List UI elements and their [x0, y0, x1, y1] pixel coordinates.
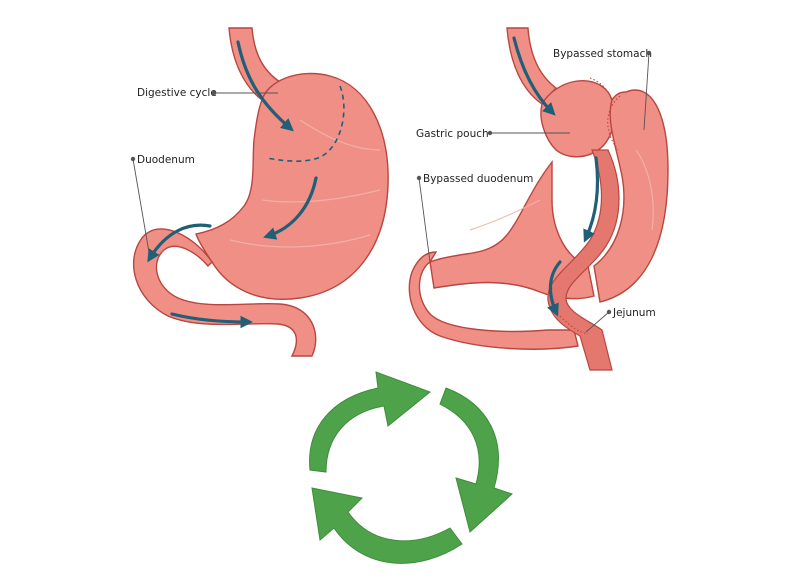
dashed-cut-line [265, 85, 345, 162]
cycle-arrows-icon [309, 371, 513, 564]
cycle-arrow-top [309, 371, 431, 473]
label-bypassed-duodenum: Bypassed duodenum [423, 173, 533, 185]
leader-line [132, 158, 151, 259]
stomach-fold [635, 149, 654, 231]
leader-line [643, 52, 650, 131]
stomach-body [195, 72, 389, 300]
stomach-fold [299, 119, 381, 151]
label-digestive-cycle: Digestive cycle [137, 87, 217, 99]
label-duodenum: Duodenum [137, 154, 195, 166]
normal-stomach-illustration: Digestive cycle Duodenum [130, 27, 389, 357]
leader-line [418, 177, 431, 263]
gastric-pouch [540, 79, 615, 158]
duodenum [133, 228, 317, 357]
label-gastric-pouch: Gastric pouch [416, 128, 489, 140]
flow-arrow [547, 260, 562, 317]
label-jejunum: Jejunum [612, 307, 656, 319]
flow-arrow [263, 176, 318, 240]
leader-line [585, 311, 610, 333]
gastric-bypass-illustration: Bypassed stomach Gastric pouch Bypassed … [408, 27, 669, 371]
label-bypassed-stomach: Bypassed stomach [553, 48, 652, 60]
stomach-fold [261, 189, 381, 203]
flow-arrow [512, 36, 556, 116]
flow-arrow [583, 156, 600, 243]
stomach-fold [469, 199, 541, 231]
cycle-arrow-right [439, 387, 513, 533]
bypassed-duodenum [408, 251, 579, 350]
flow-arrow [170, 312, 254, 329]
flow-arrow [236, 40, 294, 132]
flow-arrow [147, 223, 212, 263]
stomach-staple-line [607, 95, 621, 151]
cycle-arrow-bottom [311, 487, 463, 564]
stomach-fold [229, 234, 371, 248]
bypassed-stomach [593, 89, 669, 303]
